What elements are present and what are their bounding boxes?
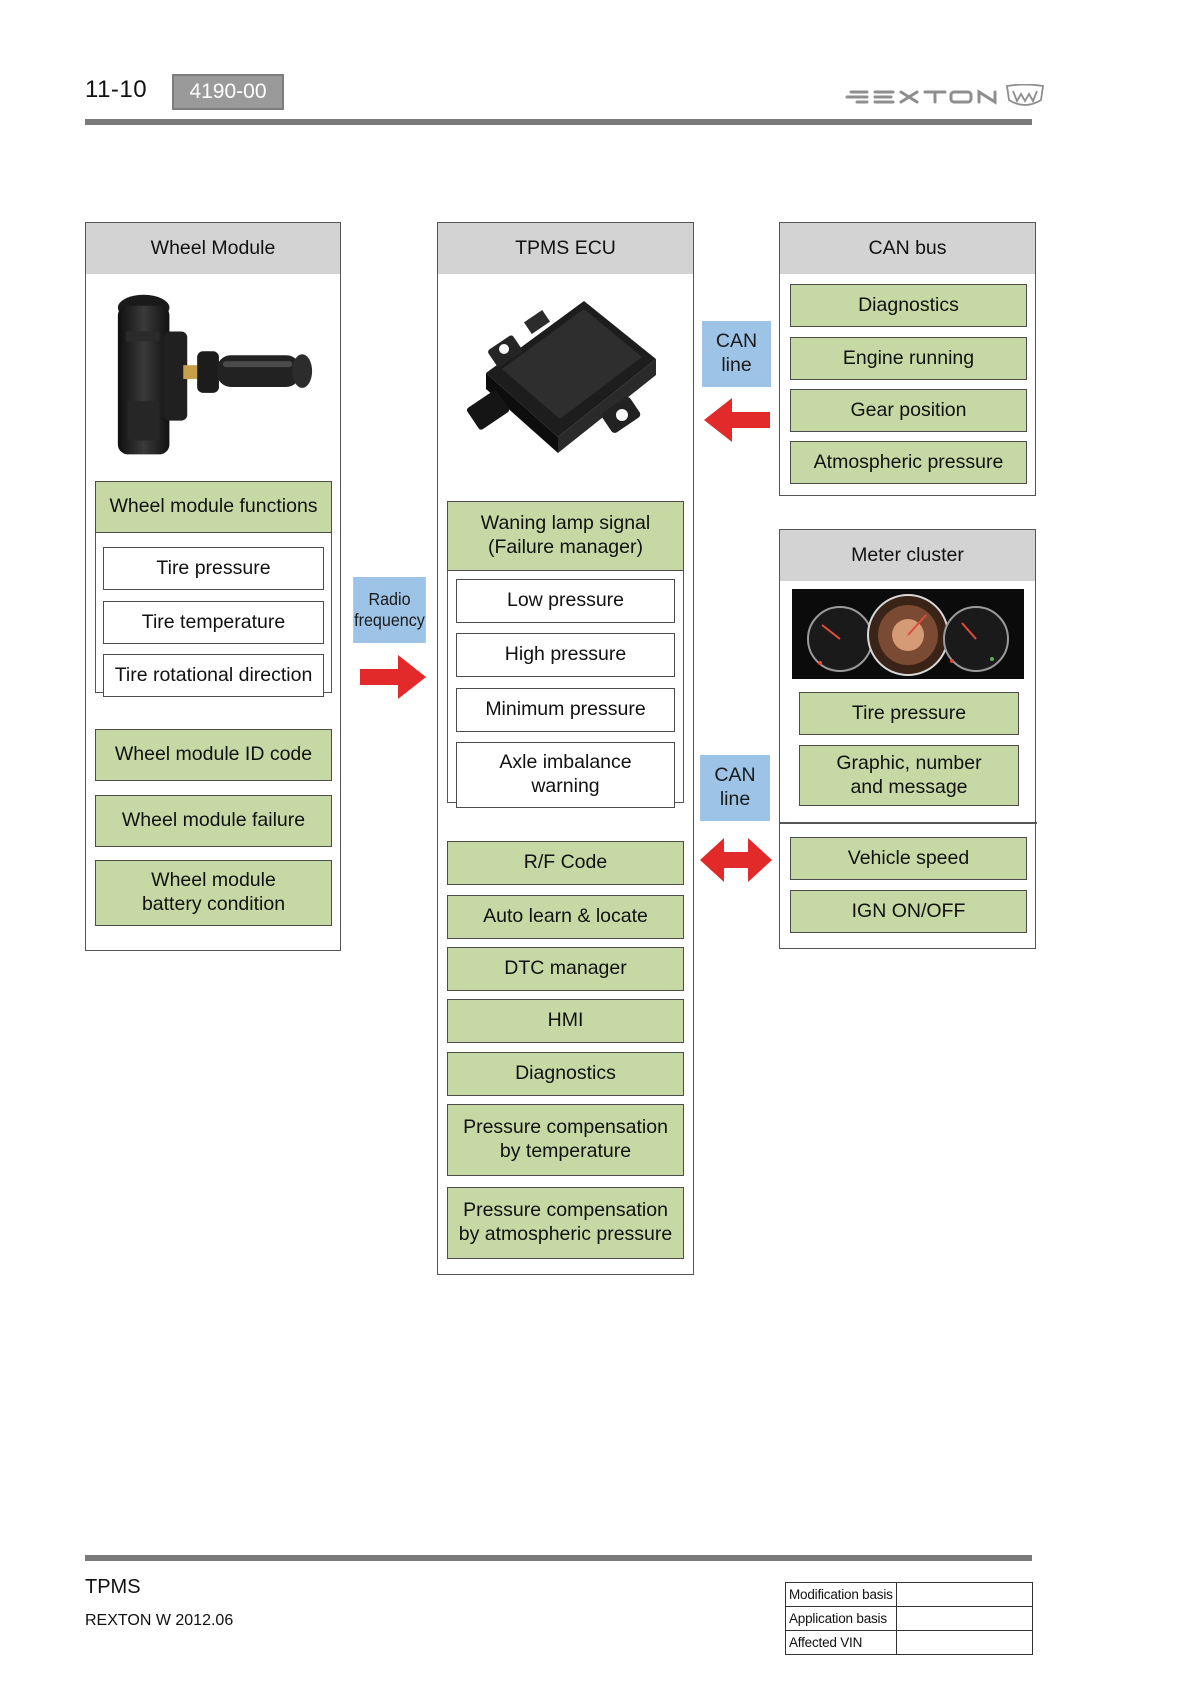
tpms-ecu-panel: TPMS ECU Waning lamp signal (Failure man…: [437, 222, 694, 1275]
double-arrow-icon: [700, 838, 772, 882]
footer-model: REXTON W 2012.06: [85, 1612, 234, 1629]
tpms-ecu-title: TPMS ECU: [438, 223, 693, 274]
can-bus-panel: CAN bus Diagnostics Engine running Gear …: [779, 222, 1036, 496]
basis-value: [895, 1630, 1034, 1655]
meter-divider: [780, 822, 1037, 824]
basis-table: Modification basis Application basis Aff…: [785, 1582, 1034, 1655]
basis-value: [895, 1606, 1034, 1631]
footer-title: TPMS: [85, 1576, 141, 1598]
can-diagnostics: Diagnostics: [790, 284, 1027, 327]
section-code: 4190-00: [172, 74, 284, 110]
basis-row: Affected VIN: [785, 1630, 1034, 1655]
ecu-auto-learn-locate: Auto learn & locate: [447, 895, 684, 939]
left-arrow-icon: [704, 398, 770, 442]
basis-label: Modification basis: [785, 1582, 897, 1607]
ecu-pressure-compensation-atmospheric: Pressure compensation by atmospheric pre…: [447, 1187, 684, 1259]
can-engine-running: Engine running: [790, 337, 1027, 380]
wheel-module-title: Wheel Module: [86, 223, 340, 274]
function-tire-rotational-direction: Tire rotational direction: [103, 654, 324, 697]
meter-cluster-title: Meter cluster: [780, 530, 1035, 581]
function-tire-temperature: Tire temperature: [103, 601, 324, 644]
tpms-ecu-photo: [466, 301, 656, 453]
wheel-module-id-code: Wheel module ID code: [95, 729, 332, 781]
meter-cluster-panel: Meter cluster Tire pressure Graphic, num…: [779, 529, 1037, 949]
brand-logo: [845, 84, 1045, 106]
basis-label: Affected VIN: [785, 1630, 897, 1655]
wheel-module-battery-condition: Wheel module battery condition: [95, 860, 332, 926]
ecu-rf-code: R/F Code: [447, 841, 684, 885]
wheel-module-panel: Wheel Module Wheel module functions Tire…: [85, 222, 341, 951]
meter-ign-on-off: IGN ON/OFF: [790, 890, 1027, 933]
ecu-pressure-compensation-temperature: Pressure compensation by temperature: [447, 1104, 684, 1176]
warning-low-pressure: Low pressure: [456, 579, 675, 623]
ecu-dtc-manager: DTC manager: [447, 947, 684, 991]
footer-rule: [85, 1555, 1032, 1561]
meter-cluster-photo: [792, 589, 1024, 679]
can-gear-position: Gear position: [790, 389, 1027, 432]
can-line-label-top: CAN line: [702, 321, 771, 387]
can-bus-title: CAN bus: [780, 223, 1035, 274]
wheel-sensor-photo: [117, 294, 313, 455]
warning-minimum-pressure: Minimum pressure: [456, 688, 675, 732]
wheel-module-failure: Wheel module failure: [95, 795, 332, 847]
basis-label: Application basis: [785, 1606, 897, 1631]
basis-row: Modification basis: [785, 1582, 1034, 1607]
function-tire-pressure: Tire pressure: [103, 547, 324, 590]
ecu-diagnostics: Diagnostics: [447, 1052, 684, 1096]
header-rule: [85, 119, 1032, 125]
ecu-hmi: HMI: [447, 999, 684, 1043]
basis-row: Application basis: [785, 1606, 1034, 1631]
can-line-label-bottom: CAN line: [700, 755, 770, 821]
page-number: 11-10: [85, 76, 148, 103]
can-atmospheric-pressure: Atmospheric pressure: [790, 441, 1027, 484]
radio-frequency-label: Radio frequency: [353, 577, 426, 643]
meter-tire-pressure: Tire pressure: [799, 692, 1019, 735]
warning-high-pressure: High pressure: [456, 633, 675, 677]
basis-value: [895, 1582, 1034, 1607]
right-arrow-icon: [360, 655, 426, 699]
warning-axle-imbalance: Axle imbalance warning: [456, 742, 675, 808]
wheel-module-functions-title: Wheel module functions: [95, 481, 332, 533]
meter-graphic-number-message: Graphic, number and message: [799, 745, 1019, 806]
warning-lamp-signal-title: Waning lamp signal (Failure manager): [447, 501, 684, 571]
meter-vehicle-speed: Vehicle speed: [790, 837, 1027, 880]
